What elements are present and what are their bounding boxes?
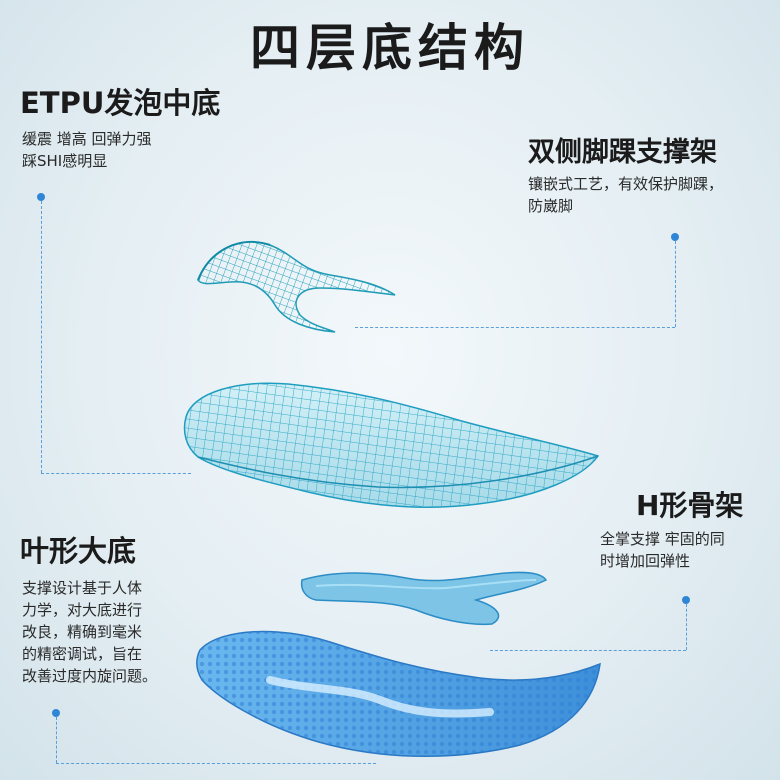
outsole-desc-line-5: 改善过度内旋问题。: [22, 667, 158, 685]
ankle-frame-edge: [197, 240, 271, 281]
midsole-mesh: [184, 383, 598, 508]
ankle-support-frame-illustration: [197, 240, 396, 333]
etpu-desc-line-1: 缓震 增高 回弹力强: [22, 130, 152, 148]
outsole-heading: 叶形大底: [20, 534, 137, 568]
ankle-desc-line-1: 镶嵌式工艺，有效保护脚踝，: [528, 175, 724, 193]
etpu-leader-line-h: [41, 473, 191, 474]
h-frame-illustration: [300, 571, 548, 626]
midsole-edge: [197, 455, 599, 489]
outsole-desc: 支撑设计基于人体 力学，对大底进行 改良，精确到毫米 的精密调试，旨在 改善过度…: [22, 577, 157, 687]
h-frame-highlight: [315, 579, 537, 590]
outsole-tread-pattern: [196, 631, 600, 757]
page-title: 四层底结构: [250, 19, 530, 77]
etpu-midsole-illustration: [183, 382, 600, 508]
ankle-marker-dot: [671, 233, 679, 241]
outsole-desc-line-2: 力学，对大底进行: [22, 601, 143, 619]
hframe-leader-line: [686, 604, 687, 650]
hframe-desc: 全掌支撑 牢固的同 时增加回弹性: [600, 528, 725, 572]
outsole-desc-line-1: 支撑设计基于人体: [22, 579, 143, 597]
ankle-leader-line-h: [355, 327, 675, 328]
outsole-leader-line: [56, 717, 57, 763]
hframe-desc-line-1: 全掌支撑 牢固的同: [600, 530, 725, 548]
ankle-leader-line: [675, 241, 676, 327]
hframe-leader-line-h: [490, 650, 686, 651]
hframe-heading: H形骨架: [636, 489, 744, 522]
outsole-desc-line-4: 的精密调试，旨在: [22, 645, 143, 663]
ankle-heading: 双侧脚踝支撑架: [528, 137, 717, 168]
ankle-frame-mesh: [197, 241, 396, 333]
outsole-center-groove: [266, 676, 494, 718]
ankle-desc: 镶嵌式工艺，有效保护脚踝， 防崴脚: [528, 173, 723, 217]
etpu-marker-dot: [37, 193, 45, 201]
leaf-outsole-illustration: [196, 630, 601, 757]
hframe-desc-line-2: 时增加回弹性: [600, 552, 691, 570]
etpu-leader-line: [41, 201, 42, 473]
outsole-leader-line-h: [56, 763, 376, 764]
etpu-desc-line-2: 踩SHI感明显: [22, 152, 108, 170]
etpu-heading: ETPU发泡中底: [20, 86, 221, 120]
ankle-desc-line-2: 防崴脚: [528, 197, 574, 215]
outsole-marker-dot: [52, 709, 60, 717]
hframe-marker-dot: [682, 596, 690, 604]
h-frame-body: [300, 571, 548, 626]
outsole-desc-line-3: 改良，精确到毫米: [22, 623, 143, 641]
etpu-desc: 缓震 增高 回弹力强 踩SHI感明显: [22, 128, 152, 172]
